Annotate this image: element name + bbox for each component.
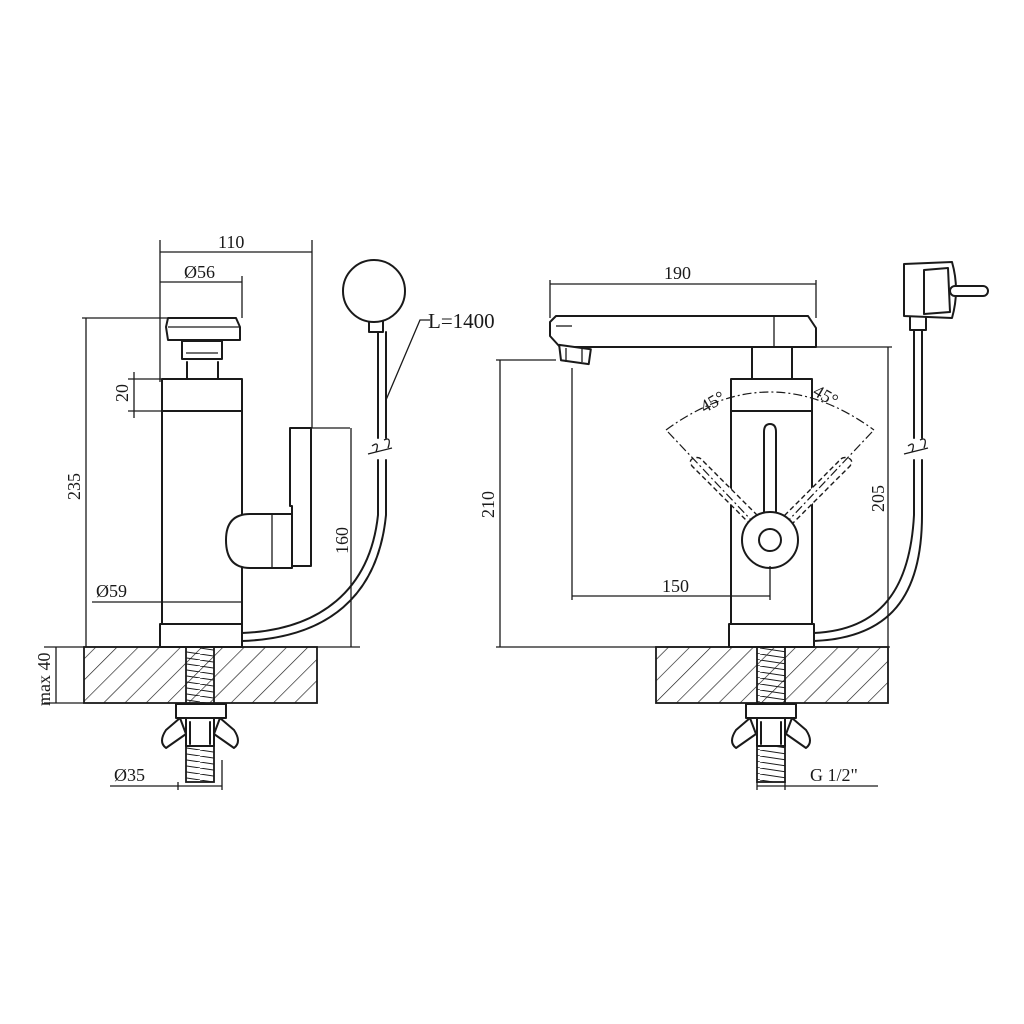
front-dimensions xyxy=(496,280,892,790)
power-cable-left xyxy=(241,331,393,642)
round-plug-left xyxy=(342,259,406,333)
dim-width-110: 110 xyxy=(218,232,244,252)
lever-handle-side xyxy=(225,427,350,569)
dim-diameter-35: Ø35 xyxy=(114,765,145,785)
dim-length-190: 190 xyxy=(664,263,691,283)
cable-length-label: L=1400 xyxy=(428,309,495,333)
dim-height-235: 235 xyxy=(64,473,84,500)
wing-nut-right xyxy=(731,703,811,749)
side-dimensions xyxy=(44,240,430,790)
lever-handle-front xyxy=(741,423,799,569)
faucet-body-side xyxy=(161,378,243,625)
faucet-head-side xyxy=(165,317,241,380)
dim-height-160: 160 xyxy=(332,527,352,554)
angle-right-45: 45° xyxy=(810,381,842,411)
dim-diameter-59: Ø59 xyxy=(96,581,127,601)
side-view: 110 Ø56 235 20 160 Ø59 max 40 Ø35 L=1400 xyxy=(34,232,495,790)
power-cable-right xyxy=(813,329,929,642)
spout-front xyxy=(549,315,817,366)
base-ring-right xyxy=(728,623,815,648)
dim-height-210: 210 xyxy=(478,491,498,518)
dim-height-205: 205 xyxy=(868,485,888,512)
wing-nut-left xyxy=(161,703,239,749)
dim-reach-150: 150 xyxy=(662,576,689,596)
base-ring-left xyxy=(159,623,243,648)
dim-diameter-56: Ø56 xyxy=(184,262,215,282)
euro-plug-right xyxy=(903,261,989,331)
front-view: 45° 45° xyxy=(478,261,989,790)
dim-height-20: 20 xyxy=(112,384,132,402)
angle-left-45: 45° xyxy=(697,387,729,417)
dim-thread-g12: G 1/2" xyxy=(810,765,858,785)
dim-max-40: max 40 xyxy=(34,653,54,707)
